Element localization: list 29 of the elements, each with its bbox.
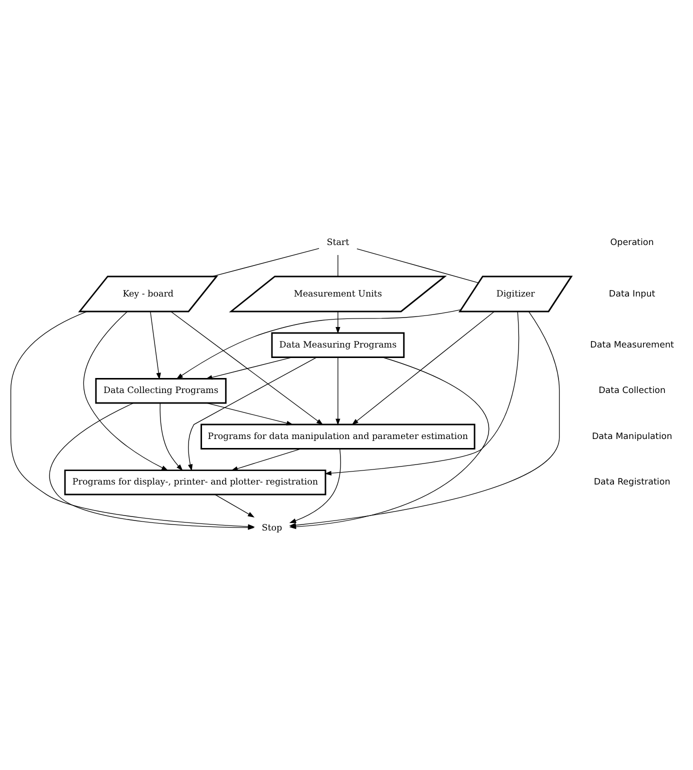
arrow (160, 402, 183, 470)
arrow (289, 448, 341, 523)
node-text: Start (326, 238, 350, 248)
label: Data Measurement (590, 340, 674, 350)
connector (356, 248, 479, 283)
arrow (214, 494, 255, 517)
arrow (336, 356, 340, 425)
node-box: Data Measuring Programs (271, 332, 405, 358)
arrow (206, 356, 292, 380)
arrow (150, 310, 161, 380)
arrow (352, 310, 495, 424)
node-box: Programs for data manipulation and parameter estimation (200, 423, 476, 449)
arrow (206, 402, 294, 425)
arrow (188, 356, 318, 471)
label: Data Collection (598, 386, 666, 396)
arrow (336, 310, 340, 334)
label: Data Manipulation (592, 431, 672, 442)
arrow (176, 308, 462, 379)
node-text: Stop (262, 522, 282, 533)
label: Data Input (608, 288, 656, 299)
arrow (231, 448, 302, 470)
connector (212, 248, 320, 276)
arrow (170, 310, 324, 424)
node-box: Programs for display-, printer- and plotter- registration (64, 469, 326, 495)
label: Data Registration (594, 477, 670, 488)
label: Operation (610, 238, 654, 248)
arrow (83, 310, 168, 470)
node-box: Data Collecting Programs (95, 378, 227, 404)
arrow (324, 310, 520, 476)
